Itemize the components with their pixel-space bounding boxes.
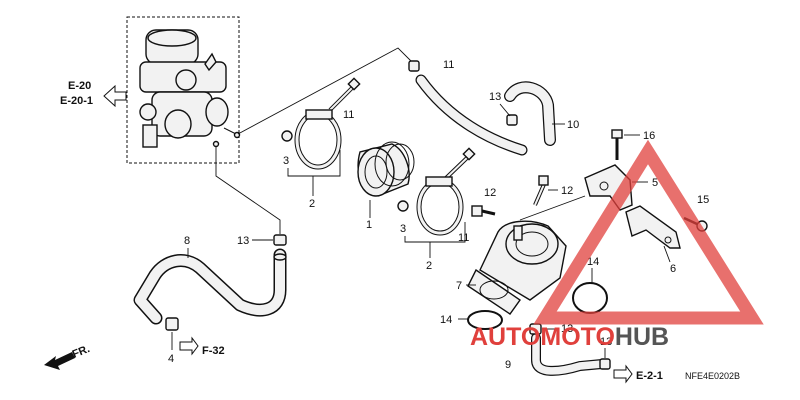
clip-13-hose8 [273, 234, 287, 246]
o-ring-14-right [572, 282, 608, 314]
callout-15: 15 [697, 194, 709, 206]
watermark-triangle-icon [533, 139, 764, 325]
clamp-2-left [294, 109, 342, 170]
clip-13-top [408, 60, 420, 72]
o-ring-14-left [467, 310, 503, 330]
diagram-code: NFE4E0202B [685, 371, 740, 381]
callout-12-left: 12 [484, 187, 496, 199]
front-label: FR. [71, 343, 92, 361]
ref-arrow-f32 [179, 336, 199, 356]
callout-6: 6 [670, 263, 676, 275]
clip-4 [165, 317, 179, 331]
callout-16: 16 [643, 130, 655, 142]
bolt-11-left [328, 77, 361, 112]
watermark-auto: AUTO [470, 323, 540, 351]
callout-10: 10 [567, 119, 579, 131]
callout-2-left: 2 [309, 198, 315, 210]
ref-e2-1: E-2-1 [636, 370, 663, 382]
ref-e20: E-20 [68, 80, 91, 92]
watermark-text: AUTOMOTOHUB [470, 323, 669, 351]
callout-13-hose8: 13 [237, 235, 249, 247]
ref-arrow-e20 [103, 84, 127, 108]
callout-14-left: 14 [440, 314, 452, 326]
intake-pipe-7 [467, 220, 567, 315]
insulator-1 [357, 141, 415, 197]
clamp-2-right [416, 176, 464, 236]
nut-3-right [397, 200, 409, 212]
clip-13-hose10 [506, 114, 518, 126]
carburetor-assembly [139, 29, 241, 148]
callout-5: 5 [652, 177, 658, 189]
callout-13-hose9-right: 13 [600, 336, 612, 348]
nut-3-left [281, 130, 293, 142]
callout-8: 8 [184, 235, 190, 247]
callout-2-right: 2 [426, 260, 432, 272]
callout-14-right: 14 [587, 256, 599, 268]
ref-arrow-e2-1 [613, 364, 633, 384]
callout-4: 4 [168, 353, 174, 365]
callout-3-right: 3 [400, 223, 406, 235]
front-arrow-icon [44, 352, 75, 370]
stay-6 [625, 205, 681, 249]
callout-13-hose9-left: 13 [561, 323, 573, 335]
callout-9: 9 [505, 359, 511, 371]
ref-e20-1: E-20-1 [60, 95, 93, 107]
callout-13-top: 11 [443, 59, 454, 71]
clip-13-hose9-right [599, 358, 611, 370]
vent-line-upper [237, 47, 414, 135]
hose-10 [415, 74, 556, 156]
bolt-12-left [471, 205, 496, 217]
drain-line [215, 146, 281, 234]
callout-11-left: 11 [343, 109, 354, 121]
bolt-11-right [442, 147, 476, 182]
callout-7: 7 [456, 280, 462, 292]
callout-12-right: 12 [561, 185, 573, 197]
hose-9 [531, 333, 607, 376]
callout-1: 1 [366, 219, 372, 231]
callout-13-hose10: 13 [489, 91, 501, 103]
bolt-16 [611, 129, 623, 160]
hose-8 [133, 248, 287, 325]
callout-11-right: 11 [458, 232, 469, 244]
ref-f32: F-32 [202, 345, 225, 357]
carburetor-frame [126, 16, 240, 164]
watermark-moto: MOTO [540, 323, 615, 351]
watermark-hub: HUB [615, 323, 669, 351]
callout-3-left: 3 [283, 155, 289, 167]
bolt-12-right [533, 175, 549, 206]
